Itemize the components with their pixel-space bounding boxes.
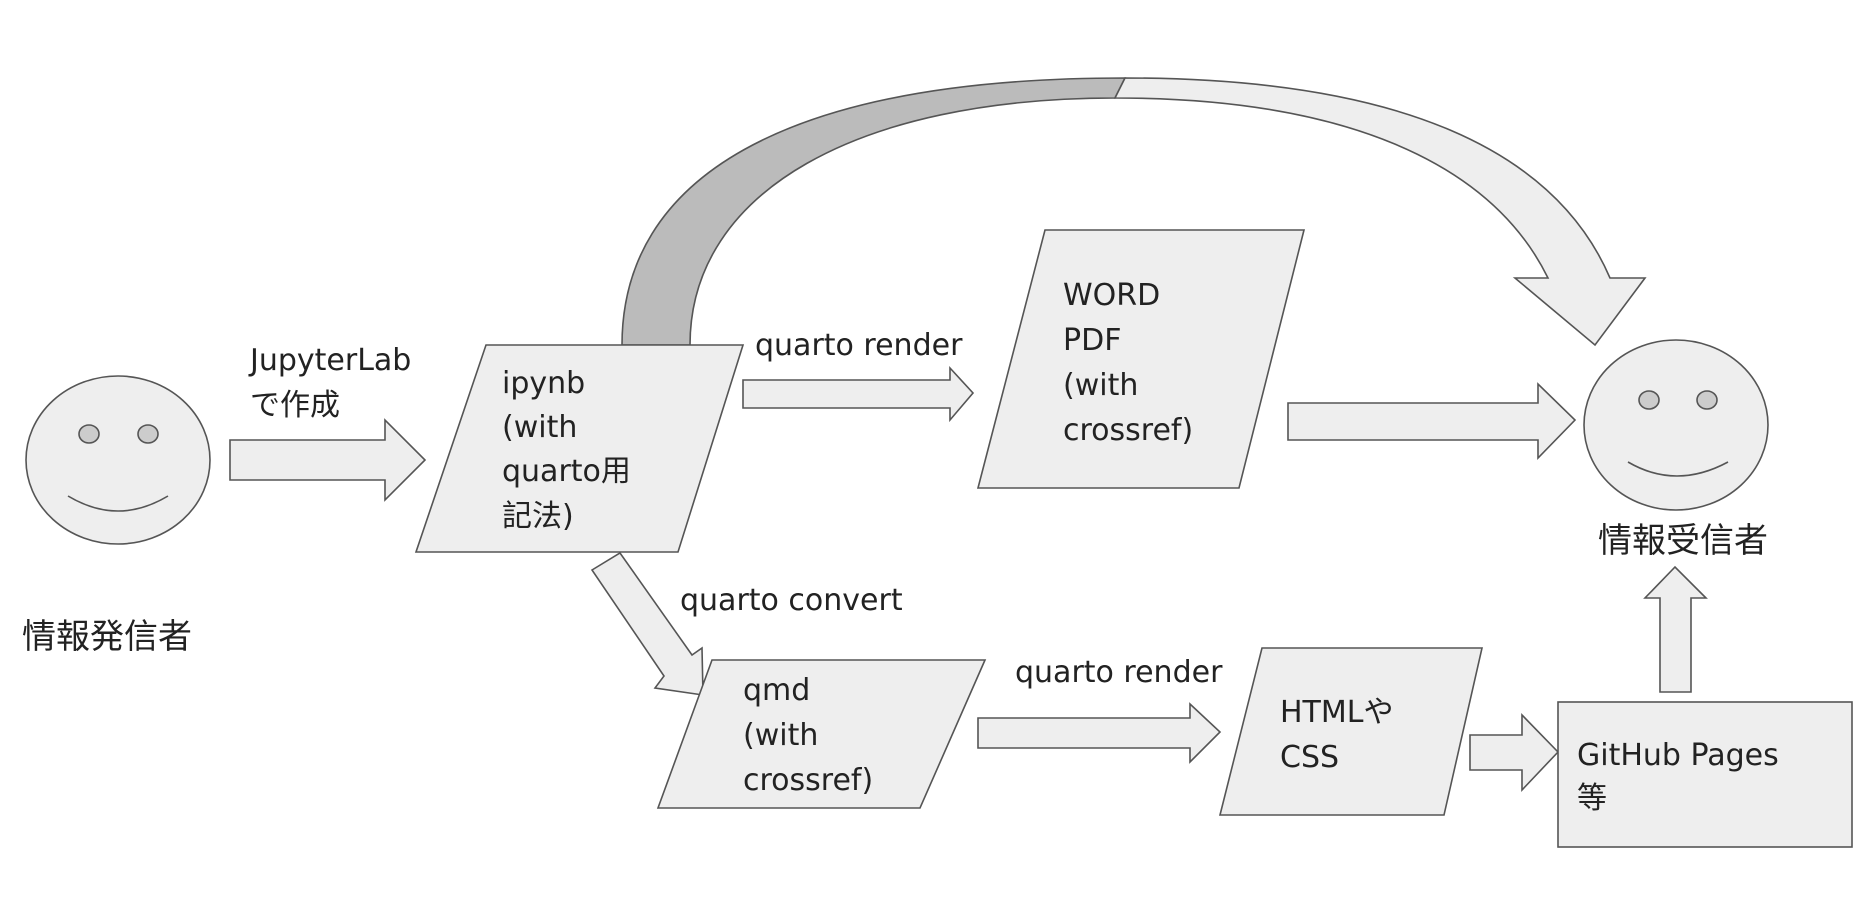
node-qmd xyxy=(656,659,987,809)
node-word-pdf xyxy=(976,229,1306,489)
qmd-line3: crossref) xyxy=(743,763,873,798)
htmlcss-line2: CSS xyxy=(1280,740,1339,775)
github-line2: 等 xyxy=(1577,781,1607,816)
node-ipynb xyxy=(414,344,745,553)
wordpdf-line1: WORD xyxy=(1063,278,1160,313)
wordpdf-line4: crossref) xyxy=(1063,413,1193,448)
sender-label: 情報発信者 xyxy=(22,617,192,657)
htmlcss-line1: HTMLや xyxy=(1280,695,1393,730)
sender-face-icon xyxy=(25,375,211,545)
qmd-line1: qmd xyxy=(743,673,810,708)
arrow-ipynb-to-qmd xyxy=(590,551,704,696)
create-label-line1: JupyterLab xyxy=(248,343,411,378)
render-bottom-label: quarto render xyxy=(1015,655,1223,690)
create-label-line2: で作成 xyxy=(250,388,340,423)
arrow-github-to-receiver xyxy=(1643,565,1708,693)
curved-arrow-ipynb-to-receiver xyxy=(621,77,1647,347)
arrow-htmlcss-to-github xyxy=(1469,713,1560,793)
receiver-face-icon xyxy=(1583,339,1769,511)
ipynb-line3: quarto用 xyxy=(502,454,631,489)
node-html-css xyxy=(1218,647,1484,816)
arrow-sender-to-ipynb xyxy=(229,418,427,502)
qmd-line2: (with xyxy=(743,718,818,753)
wordpdf-line2: PDF xyxy=(1063,323,1121,358)
arrow-ipynb-to-wordpdf xyxy=(742,365,975,423)
render-top-label: quarto render xyxy=(755,328,963,363)
node-github-pages xyxy=(1557,701,1853,848)
arrow-qmd-to-htmlcss xyxy=(977,702,1222,764)
github-line1: GitHub Pages xyxy=(1577,738,1779,773)
arrow-wordpdf-to-receiver xyxy=(1287,382,1577,460)
ipynb-line4: 記法) xyxy=(502,499,574,534)
receiver-label: 情報受信者 xyxy=(1598,521,1768,561)
ipynb-line2: (with xyxy=(502,410,577,445)
convert-label: quarto convert xyxy=(680,583,903,618)
wordpdf-line3: (with xyxy=(1063,368,1138,403)
ipynb-line1: ipynb xyxy=(502,366,585,401)
